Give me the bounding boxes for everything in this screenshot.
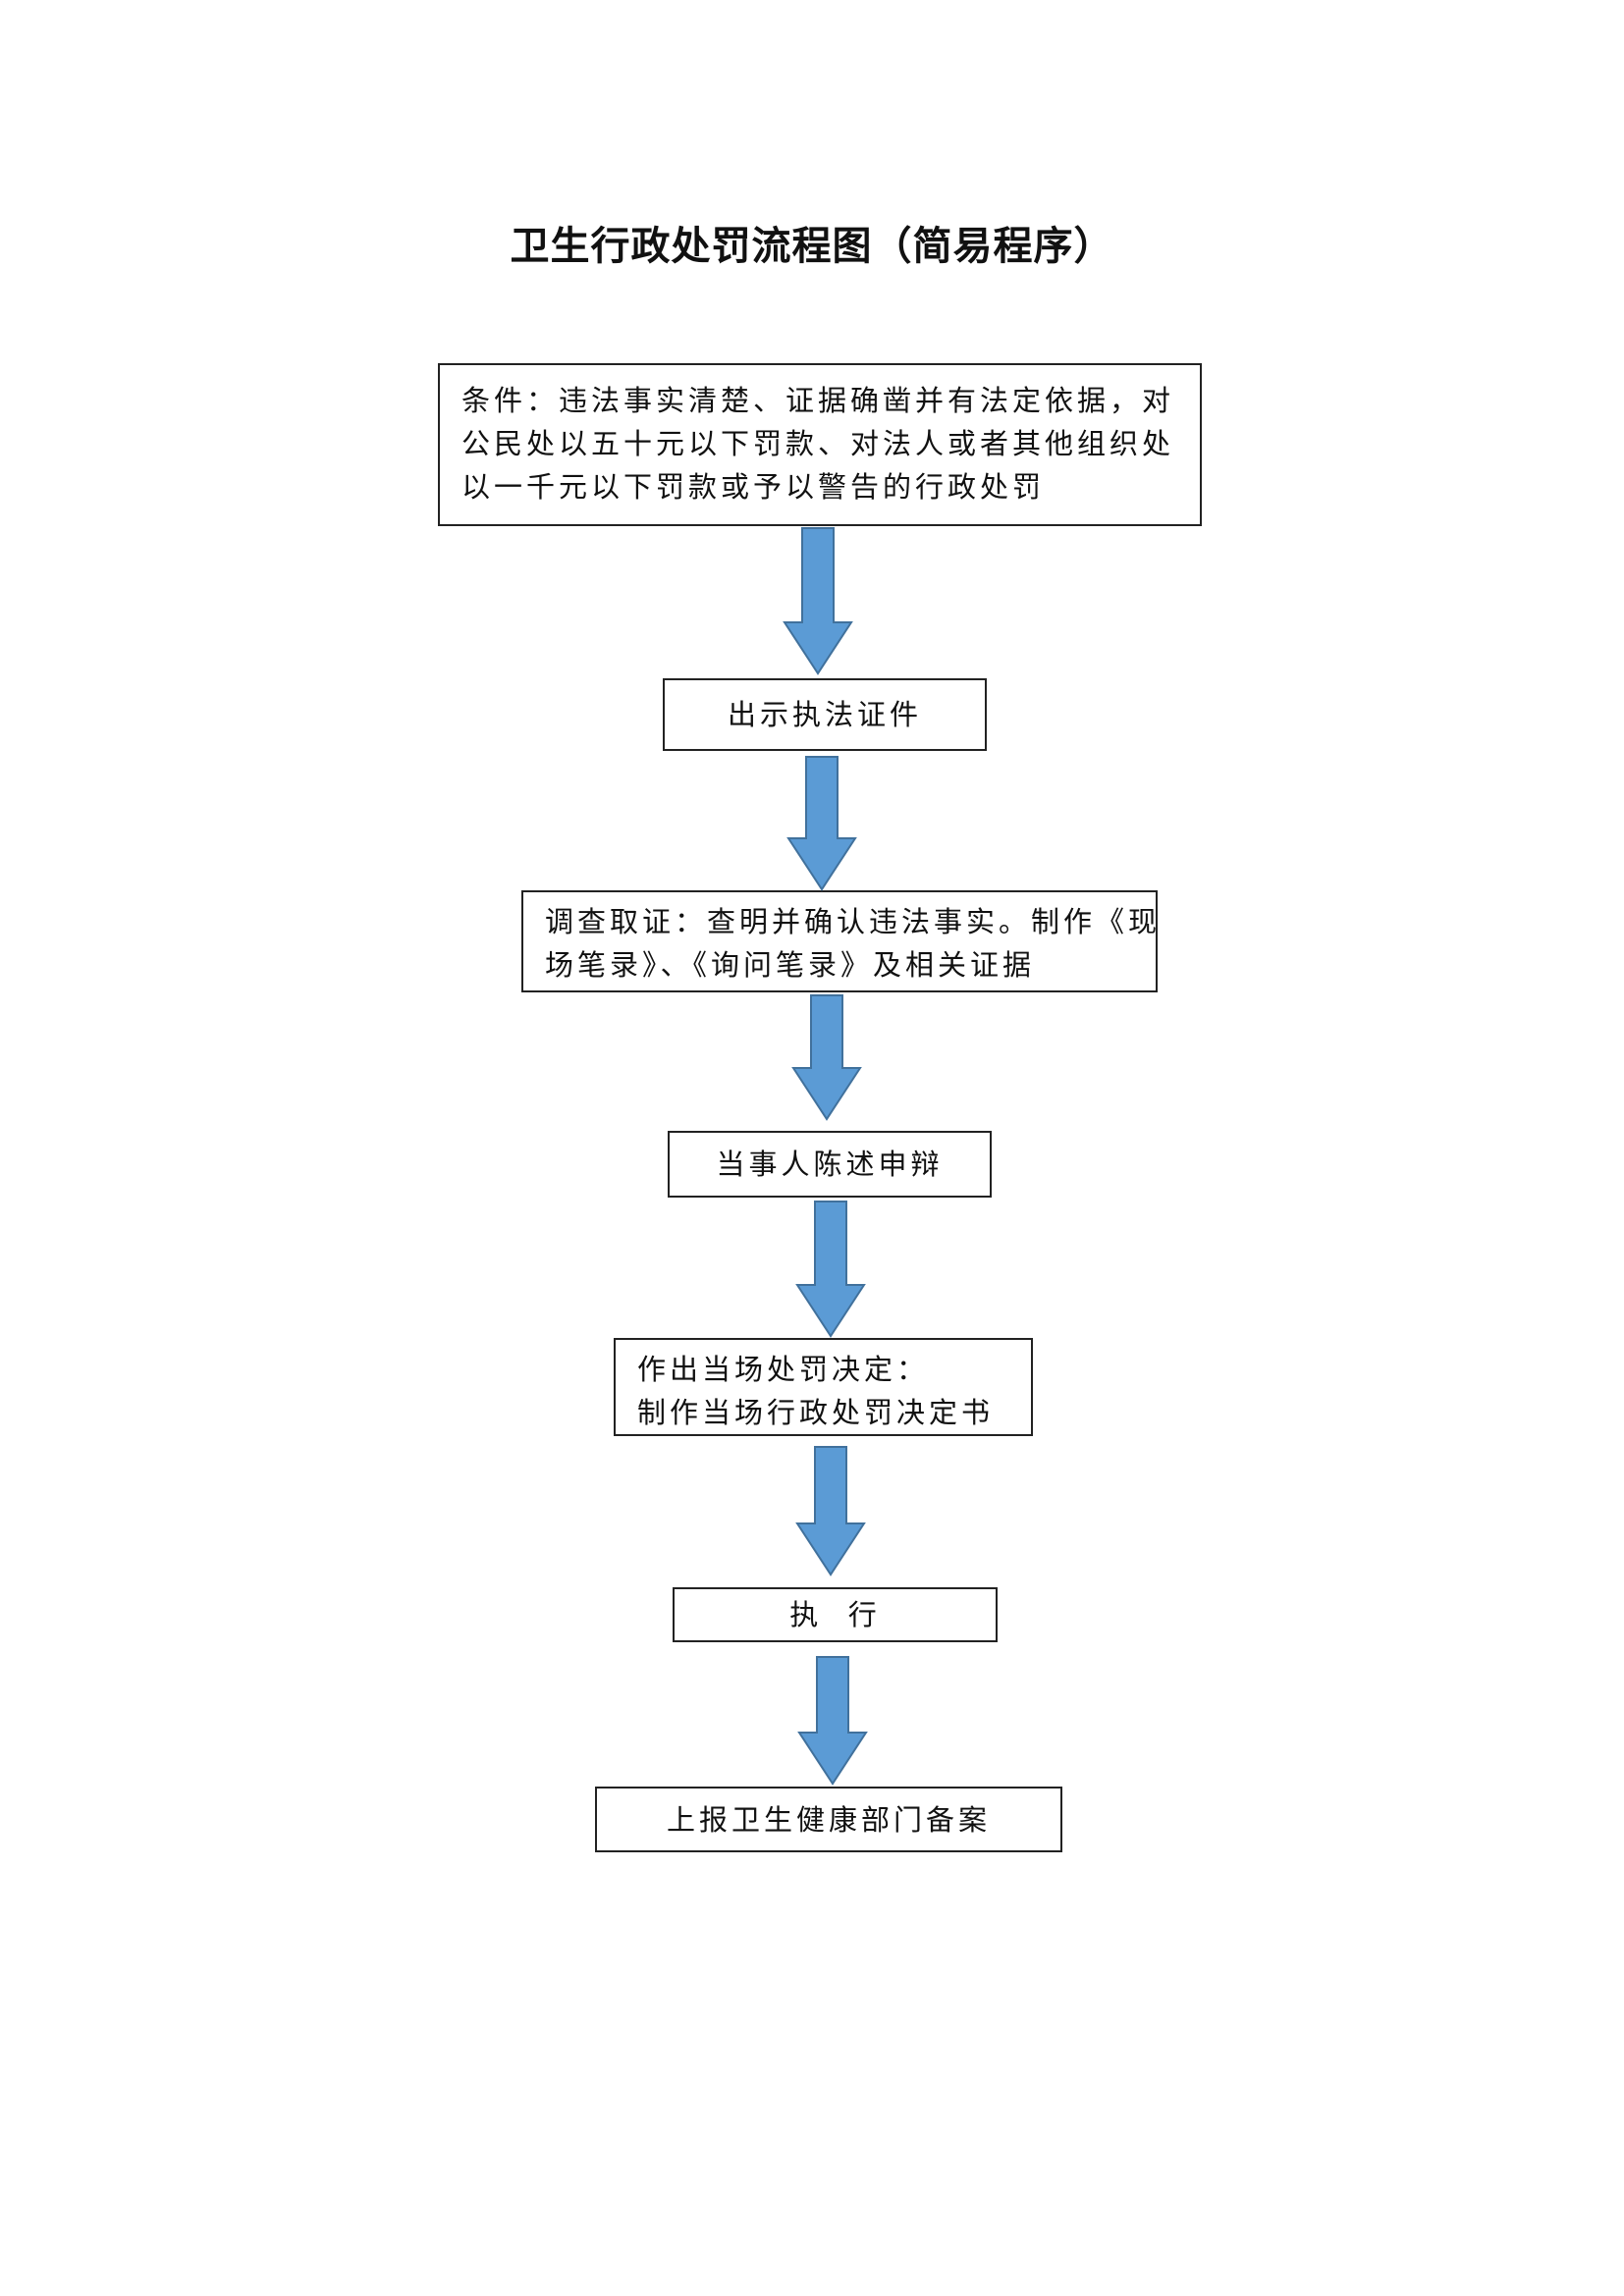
step-text: 当事人陈述申辩: [716, 1148, 944, 1181]
page-title: 卫生行政处罚流程图（简易程序）: [510, 224, 1114, 269]
step-text: 执 行: [789, 1598, 881, 1631]
step-text: 上报卫生健康部门备案: [666, 1802, 991, 1837]
down-arrow-icon: [797, 1656, 868, 1786]
step-report-filing: 上报卫生健康部门备案: [595, 1787, 1062, 1852]
step-investigation: 调查取证：查明并确认违法事实。制作《现 场笔录》、《询问笔录》及相关证据: [521, 890, 1158, 992]
down-arrow-icon: [795, 1201, 866, 1338]
step-text: 出示执法证件: [727, 698, 922, 731]
step-text: 场笔录》、《询问笔录》及相关证据: [545, 948, 1036, 982]
step-conditions: 条件：违法事实清楚、证据确凿并有法定依据，对 公民处以五十元以下罚款、对法人或者…: [438, 363, 1202, 526]
step-show-credentials: 出示执法证件: [663, 678, 987, 751]
step-text: 调查取证：查明并确认违法事实。制作《现: [545, 905, 1162, 938]
down-arrow-icon: [795, 1446, 866, 1576]
down-arrow-icon: [791, 994, 862, 1121]
step-execution: 执 行: [673, 1587, 998, 1642]
step-text: 制作当场行政处罚决定书: [637, 1396, 995, 1429]
step-text: 以一千元以下罚款或予以警告的行政处罚: [461, 470, 1046, 504]
down-arrow-icon: [783, 527, 853, 675]
step-decision: 作出当场处罚决定： 制作当场行政处罚决定书: [614, 1338, 1033, 1436]
step-text: 条件：违法事实清楚、证据确凿并有法定依据，对: [461, 384, 1175, 417]
step-text: 公民处以五十元以下罚款、对法人或者其他组织处: [461, 427, 1175, 460]
down-arrow-icon: [786, 756, 857, 891]
step-statement-defense: 当事人陈述申辩: [668, 1131, 992, 1198]
step-text: 作出当场处罚决定：: [637, 1353, 930, 1386]
